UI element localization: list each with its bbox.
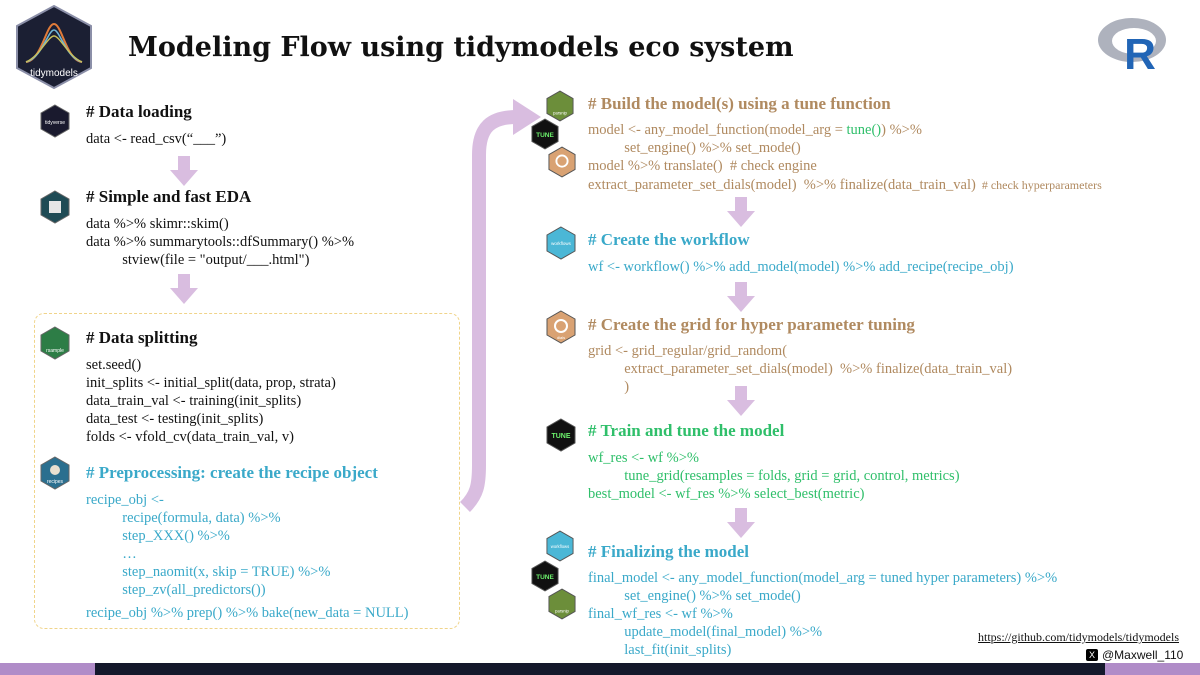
finalize-code-line-2: set_engine() %>% set_mode() [588, 588, 801, 604]
tidymodels-logo-text: tidymodels [30, 68, 78, 79]
tune-hex-label: TUNE [551, 433, 570, 440]
splitting-code-line-3: data_train_val <- training(init_splits) [86, 393, 302, 409]
tune-hex-label: TUNE [536, 574, 554, 581]
author-handle-text: @Maxwell_110 [1102, 648, 1184, 662]
tidyverse-hex-label: tidyverse [45, 120, 65, 126]
finalize-code-line-4: update_model(final_model) %>% [588, 624, 823, 640]
data-loading-header: # Data loading [86, 102, 192, 121]
parsnip-hex-label: parsnip [555, 608, 569, 613]
recipe-code-line-3: step_XXX() %>% [86, 528, 230, 544]
train-header: # Train and tune the model [588, 421, 785, 440]
workflows-hex-label: workflows [551, 241, 572, 246]
splitting-code-line-4: data_test <- testing(init_splits) [86, 411, 264, 427]
finalize-code-line-3: final_wf_res <- wf %>% [588, 606, 733, 622]
recipe-code-line-5: step_naomit(x, skip = TRUE) %>% [86, 564, 331, 580]
recipe-code-line-2: recipe(formula, data) %>% [86, 510, 281, 526]
tune-hex-icon-final: TUNE [531, 560, 559, 592]
author-handle[interactable]: X @Maxwell_110 [1086, 648, 1183, 662]
preprocessing-header: # Preprocessing: create the recipe objec… [86, 463, 378, 482]
grid-header: # Create the grid for hyper parameter tu… [588, 315, 915, 334]
train-code-line-1: wf_res <- wf %>% [588, 450, 699, 466]
grid-code-line-3: ) [588, 379, 630, 395]
tune-hex-icon: TUNE [531, 118, 559, 150]
eda-header: # Simple and fast EDA [86, 187, 252, 206]
rsample-hex-label: rsample [46, 348, 64, 354]
data-loading-code: data <- read_csv(“___”) [86, 131, 227, 147]
recipes-hex-icon: recipes [40, 456, 70, 490]
workflows-hex-icon-final: workflows [546, 530, 574, 562]
tune-hex-label: TUNE [536, 132, 554, 139]
finalize-header: # Finalizing the model [588, 542, 750, 561]
build-model-header: # Build the model(s) using a tune functi… [588, 94, 891, 113]
arrow-down-icon [727, 282, 755, 312]
arrow-down-icon [727, 197, 755, 227]
build-code-line-1: model <- any_model_function(model_arg = … [588, 122, 922, 138]
page-title: Modeling Flow using tidymodels eco syste… [128, 32, 794, 63]
arrow-down-icon [170, 156, 198, 186]
build-code-line-4: extract_parameter_set_dials(model) %>% f… [588, 177, 1102, 193]
recipe-code-line-6: step_zv(all_predictors()) [86, 582, 266, 598]
bottom-bar [0, 663, 1200, 675]
x-logo-icon: X [1086, 649, 1098, 661]
train-code-line-3: best_model <- wf_res %>% select_best(met… [588, 486, 865, 502]
eda-code-line-3: stview(file = "output/___.html") [86, 252, 310, 268]
workflows-hex-label: workflows [551, 544, 569, 549]
recipe-code-line-1: recipe_obj <- [86, 492, 164, 508]
parsnip-hex-icon: parsnip [546, 90, 574, 122]
parsnip-hex-label: parsnip [553, 110, 567, 115]
recipe-code-line-7: recipe_obj %>% prep() %>% bake(new_data … [86, 605, 409, 621]
build-code-line-3: model %>% translate() # check engine [588, 158, 817, 174]
r-logo-letter: R [1124, 30, 1156, 74]
rsample-hex-icon: rsample [40, 326, 70, 360]
splitting-code-line-2: init_splits <- initial_split(data, prop,… [86, 375, 336, 391]
github-link[interactable]: https://github.com/tidymodels/tidymodels [978, 630, 1179, 644]
tidyverse-hex-icon: tidyverse [40, 104, 70, 138]
skimr-hex-icon [40, 190, 70, 224]
splitting-code-line-1: set.seed() [86, 357, 142, 373]
eda-code-line-1: data %>% skimr::skim() [86, 216, 229, 232]
workflow-header: # Create the workflow [588, 230, 750, 249]
grid-code-line-1: grid <- grid_regular/grid_random( [588, 343, 788, 359]
tune-hex-icon-train: TUNE [546, 418, 576, 452]
workflow-code: wf <- workflow() %>% add_model(model) %>… [588, 259, 1014, 275]
recipe-code-line-4: … [86, 546, 137, 562]
bottom-bar-accent-left [0, 663, 95, 675]
dials-hex-icon-grid: dials [546, 310, 576, 344]
data-splitting-header: # Data splitting [86, 328, 198, 347]
curved-arrow-icon [459, 99, 541, 512]
finalize-code-line-1: final_model <- any_model_function(model_… [588, 570, 1058, 586]
eda-code-line-2: data %>% summarytools::dfSummary() %>% [86, 234, 355, 250]
splitting-code-line-5: folds <- vfold_cv(data_train_val, v) [86, 429, 294, 445]
splitting-preprocessing-box [34, 313, 460, 629]
parsnip-hex-icon-final: parsnip [548, 588, 576, 620]
dials-hex-icon [548, 146, 576, 178]
train-code-line-2: tune_grid(resamples = folds, grid = grid… [588, 468, 960, 484]
finalize-code-line-5: last_fit(init_splits) [588, 642, 732, 658]
tidymodels-logo: tidymodels [14, 4, 94, 90]
arrow-down-icon [727, 508, 755, 538]
r-logo: R [1096, 14, 1172, 74]
dials-hex-label: dials [557, 335, 565, 340]
arrow-down-icon [727, 386, 755, 416]
grid-code-line-2: extract_parameter_set_dials(model) %>% f… [588, 361, 1013, 377]
build-code-line-2: set_engine() %>% set_mode() [588, 140, 801, 156]
bottom-bar-accent-right [1105, 663, 1200, 675]
workflows-hex-icon: workflows [546, 226, 576, 260]
recipes-hex-label: recipes [47, 479, 64, 485]
arrow-down-icon [170, 274, 198, 304]
